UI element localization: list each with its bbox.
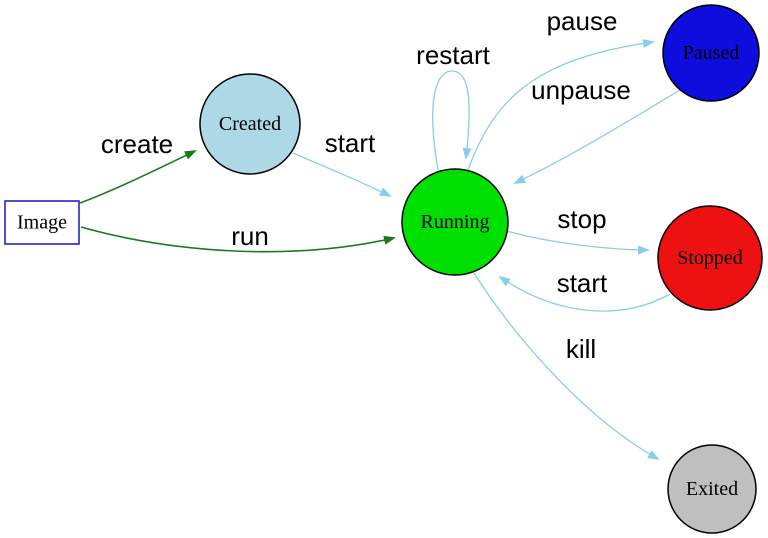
node-label-stopped: Stopped <box>677 247 743 269</box>
node-paused: Paused <box>662 4 760 102</box>
node-running: Running <box>401 168 509 276</box>
edge-label-start-created: start <box>325 128 376 158</box>
edge-line-unpause <box>513 89 681 184</box>
edge-label-stop: stop <box>557 204 606 234</box>
edge-label-kill: kill <box>566 334 596 364</box>
edge-kill: kill <box>473 272 660 460</box>
node-label-running: Running <box>421 211 490 233</box>
edge-run: run <box>80 221 396 253</box>
edge-start-stopped: start <box>498 268 671 312</box>
node-label-exited: Exited <box>686 478 738 500</box>
node-shape-stopped <box>657 205 763 311</box>
node-shape-exited <box>667 444 757 534</box>
edge-create: create <box>79 129 197 204</box>
node-label-image: Image <box>17 212 67 234</box>
node-label-paused: Paused <box>683 42 740 64</box>
edge-line-pause <box>467 38 655 171</box>
edge-pause: pause <box>467 6 655 171</box>
edge-start-created: start <box>292 128 392 197</box>
edge-line-stop <box>506 230 650 255</box>
edge-label-create: create <box>101 129 173 159</box>
node-shape-created <box>199 73 301 175</box>
edge-line-restart <box>432 70 472 171</box>
edge-stop: stop <box>506 204 650 255</box>
edge-line-run <box>80 226 396 253</box>
edge-line-create <box>79 150 197 204</box>
edge-unpause: unpause <box>513 75 681 184</box>
edge-label-start-stopped: start <box>557 268 608 298</box>
node-exited: Exited <box>667 444 757 534</box>
node-shape-image <box>4 200 80 245</box>
node-image: Image <box>4 200 80 245</box>
node-shape-paused <box>662 4 760 102</box>
edge-line-kill <box>473 272 660 460</box>
node-shape-running <box>401 168 509 276</box>
node-label-created: Created <box>219 113 281 135</box>
edge-label-run: run <box>231 221 269 251</box>
edge-label-restart: restart <box>416 40 490 70</box>
node-stopped: Stopped <box>657 205 763 311</box>
edge-line-start-created <box>292 152 392 197</box>
edge-line-start-stopped <box>498 275 671 312</box>
edge-label-unpause: unpause <box>531 75 631 105</box>
node-created: Created <box>199 73 301 175</box>
edge-restart: restart <box>416 40 491 171</box>
edge-label-pause: pause <box>547 6 618 36</box>
